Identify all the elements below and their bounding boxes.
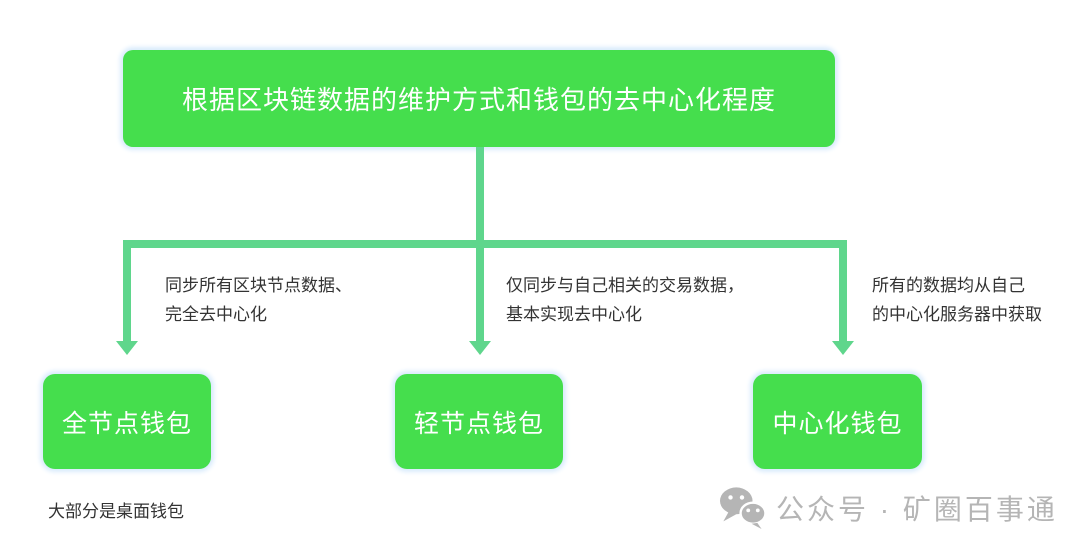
- node-centralized-wallet-label: 中心化钱包: [772, 409, 903, 438]
- branch-annotation-centralized: 所有的数据均从自己 的中心化服务器中获取: [872, 276, 1042, 324]
- node-centralized-wallet: 中心化钱包: [753, 374, 922, 469]
- node-full-node-wallet: 全节点钱包: [43, 374, 211, 469]
- root-node-label: 根据区块链数据的维护方式和钱包的去中心化程度: [181, 85, 776, 115]
- connector-horizontal: [123, 240, 847, 248]
- arrow-down-icon-left: [116, 341, 138, 355]
- footnote: 大部分是桌面钱包: [48, 502, 184, 521]
- wechat-icon: [720, 487, 766, 530]
- branch-annotation-full-node: 同步所有区块节点数据、 完全去中心化: [165, 276, 352, 324]
- node-full-node-wallet-label: 全节点钱包: [61, 409, 192, 438]
- arrow-down-icon-right: [832, 341, 854, 355]
- connector-left-vertical: [123, 244, 131, 343]
- root-node: 根据区块链数据的维护方式和钱包的去中心化程度: [123, 50, 835, 147]
- watermark: 公众号 · 矿圈百事通: [718, 486, 1058, 530]
- node-light-node-wallet-label: 轻节点钱包: [413, 409, 544, 438]
- branch-annotation-light-node: 仅同步与自己相关的交易数据， 基本实现去中心化: [506, 276, 744, 324]
- watermark-text: 公众号 · 矿圈百事通: [776, 494, 1058, 525]
- connector-right-vertical: [839, 244, 847, 343]
- arrow-down-icon-center: [469, 341, 491, 355]
- node-light-node-wallet: 轻节点钱包: [395, 374, 563, 469]
